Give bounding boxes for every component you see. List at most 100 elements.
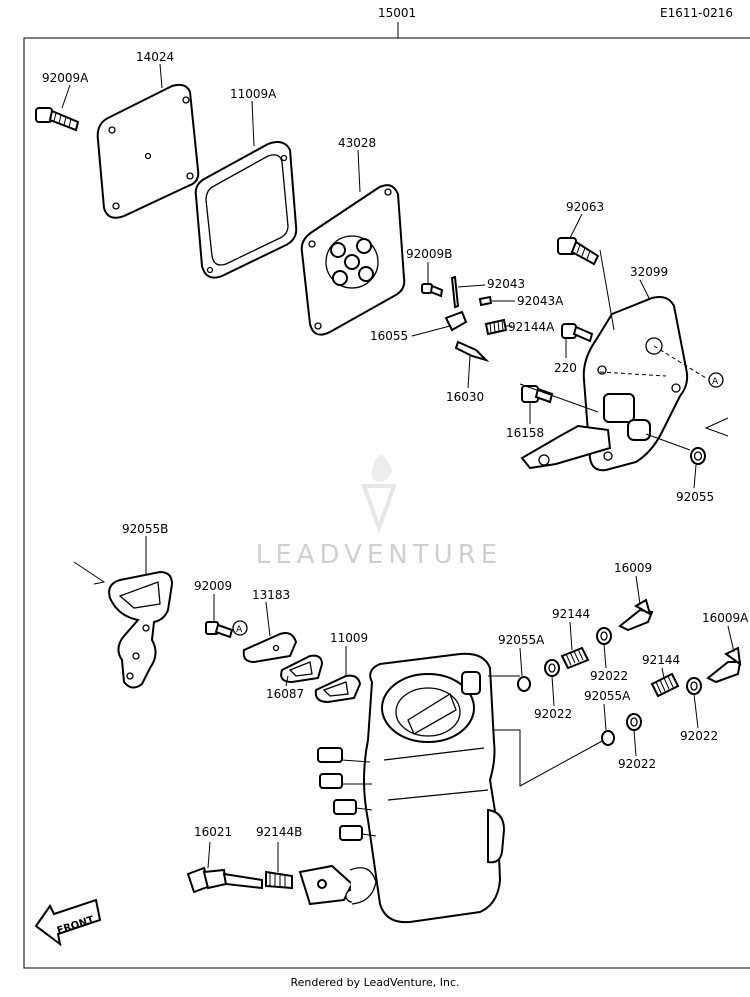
- label-92009B: 92009B: [406, 247, 452, 261]
- label-92022-3: 92022: [618, 757, 656, 771]
- guide-line-lower: [492, 729, 605, 787]
- leader-16009A: [727, 625, 735, 653]
- label-16009A: 16009A: [702, 611, 749, 625]
- label-16030: 16030: [446, 390, 484, 404]
- part-13183-cover[interactable]: [242, 632, 298, 664]
- part-92055B-gasket[interactable]: [108, 570, 174, 689]
- leader-92144-2: [661, 667, 665, 679]
- part-92144-spring-1[interactable]: [560, 646, 590, 670]
- label-92055A-2: 92055A: [584, 689, 631, 703]
- label-32099: 32099: [630, 265, 668, 279]
- leader-11009A: [251, 100, 255, 147]
- part-92055A-oring-2[interactable]: [601, 730, 615, 746]
- ref-marker-A-bottom-label: A: [236, 625, 243, 635]
- label-16087: 16087: [266, 687, 304, 701]
- leader-92055A-1: [519, 647, 523, 677]
- label-14024: 14024: [136, 50, 174, 64]
- part-32099-pump-body[interactable]: [520, 296, 689, 472]
- part-16087-gasket[interactable]: [280, 654, 324, 684]
- part-92055-oring[interactable]: [690, 447, 706, 465]
- leader-14024: [159, 63, 163, 89]
- leader-13183: [265, 601, 271, 637]
- leader-32099: [639, 279, 651, 301]
- part-11009A-gasket[interactable]: [194, 141, 298, 279]
- label-16158: 16158: [506, 426, 544, 440]
- part-92055A-oring-1[interactable]: [517, 676, 531, 692]
- part-92022-washer-3[interactable]: [626, 713, 642, 731]
- assembly-frame: [23, 22, 750, 969]
- part-16030-needle[interactable]: [454, 340, 490, 363]
- label-92043A: 92043A: [517, 294, 564, 308]
- label-92055B: 92055B: [122, 522, 168, 536]
- label-92022-2: 92022: [590, 669, 628, 683]
- label-16009: 16009: [614, 561, 652, 575]
- leader-92022-3: [633, 729, 637, 757]
- part-92022-washer-1[interactable]: [544, 659, 560, 677]
- leader-16009: [635, 575, 641, 605]
- part-14024-cover[interactable]: [96, 83, 200, 219]
- label-assembly-number: 15001: [378, 6, 416, 20]
- leader-16087: [285, 675, 289, 687]
- label-92144-2: 92144: [642, 653, 680, 667]
- label-92144B: 92144B: [256, 825, 302, 839]
- part-16021-adjuster[interactable]: [186, 866, 263, 894]
- ref-marker-A-top: [708, 372, 724, 388]
- part-92144B-spring[interactable]: [265, 870, 293, 890]
- part-92022-washer-2[interactable]: [596, 627, 612, 645]
- label-92009A: 92009A: [42, 71, 89, 85]
- part-92022-washer-4[interactable]: [686, 677, 702, 695]
- leader-92055: [693, 464, 697, 489]
- footer-credit: Rendered by LeadVenture, Inc.: [290, 976, 460, 989]
- axis-92055: [645, 433, 691, 451]
- diagram-code: E1611-0216: [660, 6, 733, 20]
- leader-92022-2: [603, 643, 607, 669]
- label-92043: 92043: [487, 277, 525, 291]
- part-43028-diaphragm[interactable]: [300, 184, 406, 336]
- part-92043A-pin[interactable]: [478, 295, 493, 307]
- leader-92144-1: [569, 621, 573, 651]
- ref-line-A-top: [653, 345, 707, 379]
- label-92063: 92063: [566, 200, 604, 214]
- ref-marker-A-bottom: [232, 620, 248, 636]
- part-16009-jet[interactable]: [618, 598, 654, 632]
- part-220-screw[interactable]: [561, 323, 594, 343]
- part-carburetor-body[interactable]: [298, 652, 506, 924]
- leader-92022-4: [693, 693, 699, 729]
- label-92055A-1: 92055A: [498, 633, 545, 647]
- leader-92022-1: [551, 675, 555, 707]
- leader-92055A-2: [603, 703, 607, 731]
- leader-92063: [569, 213, 583, 239]
- front-direction-arrow: [34, 898, 102, 947]
- part-92063-screw[interactable]: [557, 237, 600, 266]
- label-220: 220: [554, 361, 577, 375]
- label-92055: 92055: [676, 490, 714, 504]
- label-11009A: 11009A: [230, 87, 277, 101]
- break-mark-right: [704, 417, 729, 437]
- label-92022-1: 92022: [534, 707, 572, 721]
- part-16055-lever[interactable]: [411, 310, 468, 337]
- label-16055: 16055: [370, 329, 408, 343]
- part-16009A-jet[interactable]: [706, 646, 742, 684]
- break-mark-left: [73, 561, 106, 585]
- label-92022-4: 92022: [680, 729, 718, 743]
- part-92009-screw[interactable]: [205, 621, 234, 639]
- leader-92063-to-pump: [599, 249, 615, 331]
- label-11009: 11009: [330, 631, 368, 645]
- leader-16030: [467, 355, 471, 389]
- part-92144-spring-2[interactable]: [650, 672, 680, 698]
- part-92043-pin[interactable]: [450, 275, 460, 309]
- leader-16021: [207, 841, 211, 869]
- part-11009-gasket[interactable]: [314, 674, 362, 704]
- leader-92043: [457, 284, 486, 288]
- ref-marker-A-top-label: A: [712, 377, 719, 387]
- part-92144A-spring[interactable]: [484, 318, 508, 336]
- part-92009A-screw[interactable]: [35, 107, 80, 132]
- part-92009B-screw[interactable]: [421, 283, 444, 298]
- label-92144-1: 92144: [552, 607, 590, 621]
- watermark-text: LEADVENTURE: [255, 540, 503, 570]
- label-13183: 13183: [252, 588, 290, 602]
- label-43028: 43028: [338, 136, 376, 150]
- leader-92009A: [61, 84, 71, 109]
- label-16021: 16021: [194, 825, 232, 839]
